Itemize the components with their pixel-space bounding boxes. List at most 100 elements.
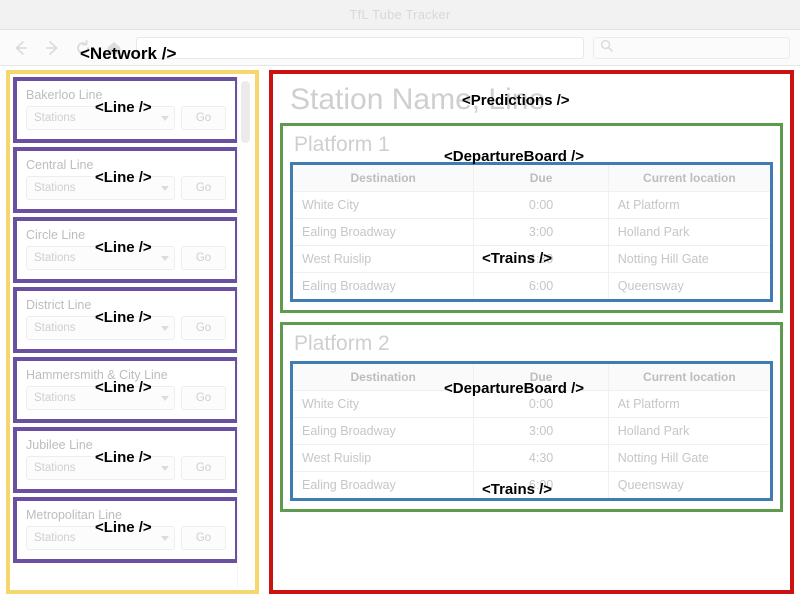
column-header: Destination <box>291 163 475 192</box>
chevron-down-icon <box>161 325 169 331</box>
page-title: Station Name, Line <box>290 83 546 116</box>
predictions-panel: Station Name, Line Platform 1 Destination… <box>269 70 794 594</box>
search-icon <box>600 39 613 57</box>
forward-arrow-icon[interactable] <box>41 37 63 59</box>
station-select-value: Stations <box>34 182 76 194</box>
network-scrollbar[interactable] <box>237 77 252 587</box>
cell-due: 0:00 <box>473 191 609 219</box>
station-select[interactable]: Stations <box>26 526 175 550</box>
station-select-value: Stations <box>34 462 76 474</box>
station-select-value: Stations <box>34 532 76 544</box>
browser-search-input[interactable] <box>613 40 789 55</box>
column-header: Due <box>473 163 609 192</box>
chevron-down-icon <box>161 115 169 121</box>
line-controls: Stations Go <box>26 386 226 410</box>
cell-location: Queensway <box>617 279 684 293</box>
cell-destination: West Ruislip <box>291 444 475 472</box>
column-header: Current location <box>608 163 772 192</box>
station-select[interactable]: Stations <box>26 176 175 200</box>
line-name: District Line <box>26 298 92 312</box>
line-name: Metropolitan Line <box>26 508 122 522</box>
line-name: Hammersmith & City Line <box>26 368 168 382</box>
go-button[interactable]: Go <box>181 456 226 480</box>
cell-location: Queensway <box>617 478 684 492</box>
cell-destination: West Ruislip <box>291 245 475 273</box>
cell-due: 6:00 <box>473 471 609 500</box>
cell-location: At Platform <box>608 191 772 219</box>
address-bar[interactable] <box>136 36 584 59</box>
go-button[interactable]: Go <box>181 386 226 410</box>
back-arrow-icon[interactable] <box>10 37 32 59</box>
go-button[interactable]: Go <box>181 316 226 340</box>
station-select[interactable]: Stations <box>26 316 175 340</box>
cell-destination: White City <box>291 191 475 219</box>
cell-location: Holland Park <box>608 218 772 246</box>
station-select[interactable]: Stations <box>26 106 175 130</box>
chevron-down-icon <box>161 395 169 401</box>
line-controls: Stations Go <box>26 526 226 550</box>
cell-location: At Platform <box>608 390 772 418</box>
browser-toolbar <box>0 30 800 66</box>
cell-location: Holland Park <box>608 417 772 445</box>
cell-destination: White City <box>291 390 475 418</box>
column-header: Due <box>473 362 609 391</box>
cell-due: 4:30 <box>473 245 609 273</box>
address-input[interactable] <box>137 37 583 58</box>
chevron-down-icon <box>161 465 169 471</box>
reload-icon[interactable] <box>72 37 94 59</box>
cell-destination: Ealing Broadway <box>291 218 475 246</box>
station-select[interactable]: Stations <box>26 246 175 270</box>
station-select[interactable]: Stations <box>26 456 175 480</box>
cell-destination: Ealing Broadway <box>291 417 475 445</box>
go-button[interactable]: Go <box>181 526 226 550</box>
platform-title: Platform 1 <box>294 133 390 156</box>
platform-title: Platform 2 <box>294 332 390 355</box>
line-name: Central Line <box>26 158 94 172</box>
cell-destination: Ealing Broadway <box>291 272 475 301</box>
window-title: TfL Tube Tracker <box>349 7 451 22</box>
column-header: Destination <box>291 362 475 391</box>
cell-due: 0:00 <box>473 390 609 418</box>
go-button[interactable]: Go <box>181 106 226 130</box>
cell-due: 4:30 <box>473 444 609 472</box>
cell-due: 6:00 <box>473 272 609 301</box>
station-select[interactable]: Stations <box>26 386 175 410</box>
station-select-value: Stations <box>34 392 76 404</box>
go-button[interactable]: Go <box>181 176 226 200</box>
browser-search-box[interactable] <box>593 36 790 59</box>
cell-location: Notting Hill Gate <box>608 245 772 273</box>
network-scrollbar-thumb[interactable] <box>241 81 250 143</box>
go-button[interactable]: Go <box>181 246 226 270</box>
chevron-down-icon <box>161 255 169 261</box>
cell-location: Notting Hill Gate <box>608 444 772 472</box>
line-controls: Stations Go <box>26 176 226 200</box>
home-icon[interactable] <box>103 37 125 59</box>
window-titlebar: TfL Tube Tracker <box>0 0 800 30</box>
